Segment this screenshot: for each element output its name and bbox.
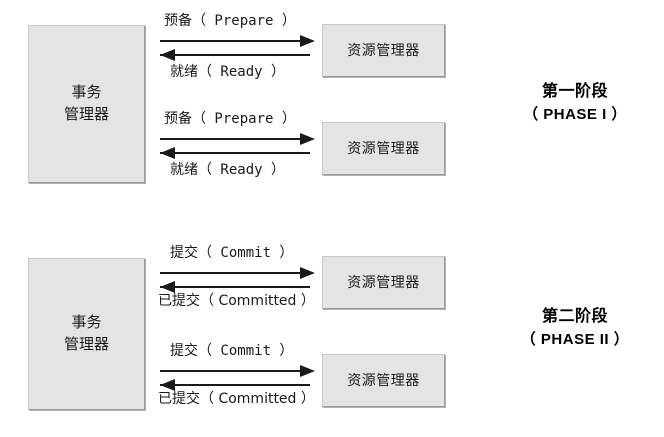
message-label-committed-p2-e2: 已提交（ Committed ）: [158, 391, 315, 407]
arrow-line-request-p1-e2: [160, 138, 305, 140]
transaction-manager-box-phase-2: 事务 管理器: [28, 258, 145, 410]
resource-manager-box-p2-e2: 资源管理器: [322, 354, 445, 407]
arrow-line-request-p2-e2: [160, 370, 305, 372]
transaction-manager-label-2: 事务 管理器: [63, 314, 109, 353]
message-label-prepare-p1-e1: 预备（ Prepare ）: [164, 13, 296, 29]
phase-label-2-en: （ PHASE II ）: [520, 331, 630, 348]
phase-label-1: 第一阶段 （ PHASE I ）: [500, 80, 650, 127]
message-label-committed-p2-e1: 已提交（ Committed ）: [158, 293, 315, 309]
message-label-prepare-p1-e2: 预备（ Prepare ）: [164, 111, 296, 127]
arrow-line-response-p1-e1: [160, 54, 310, 56]
message-label-commit-p2-e2: 提交（ Commit ）: [170, 343, 294, 359]
arrow-head-response-p1-e2: [160, 147, 175, 159]
phase-label-1-en: （ PHASE I ）: [523, 106, 627, 123]
arrow-head-response-p2-e1: [160, 281, 175, 293]
arrow-head-response-p2-e2: [160, 379, 175, 391]
arrow-line-response-p2-e1: [160, 286, 310, 288]
message-label-commit-p2-e1: 提交（ Commit ）: [170, 245, 294, 261]
arrow-head-request-p2-e1: [300, 267, 315, 279]
transaction-manager-box-phase-1: 事务 管理器: [28, 25, 145, 183]
arrow-head-request-p1-e1: [300, 35, 315, 47]
transaction-manager-label: 事务 管理器: [63, 84, 109, 123]
resource-manager-box-p1-e2: 资源管理器: [322, 122, 445, 175]
exchange-group-p1-e2: 预备（ Prepare ） 就绪（ Ready ）: [160, 108, 320, 183]
phase-label-1-cn: 第一阶段: [541, 83, 608, 100]
message-label-ready-p1-e1: 就绪（ Ready ）: [170, 64, 286, 80]
arrow-line-request-p1-e1: [160, 40, 305, 42]
phase-label-2-cn: 第二阶段: [541, 308, 608, 325]
arrow-line-response-p2-e2: [160, 384, 310, 386]
message-label-ready-p1-e2: 就绪（ Ready ）: [170, 162, 286, 178]
exchange-group-p2-e2: 提交（ Commit ） 已提交（ Committed ）: [158, 340, 410, 415]
resource-manager-box-p1-e1: 资源管理器: [322, 24, 445, 77]
arrow-line-request-p2-e1: [160, 272, 305, 274]
phase-label-2: 第二阶段 （ PHASE II ）: [500, 305, 650, 352]
exchange-group-p2-e1: 提交（ Commit ） 已提交（ Committed ）: [158, 242, 410, 317]
arrow-head-request-p1-e2: [300, 133, 315, 145]
exchange-group-p1-e1: 预备（ Prepare ） 就绪（ Ready ）: [160, 10, 320, 85]
arrow-line-response-p1-e2: [160, 152, 310, 154]
arrow-head-response-p1-e1: [160, 49, 175, 61]
resource-manager-box-p2-e1: 资源管理器: [322, 256, 445, 309]
arrow-head-request-p2-e2: [300, 365, 315, 377]
